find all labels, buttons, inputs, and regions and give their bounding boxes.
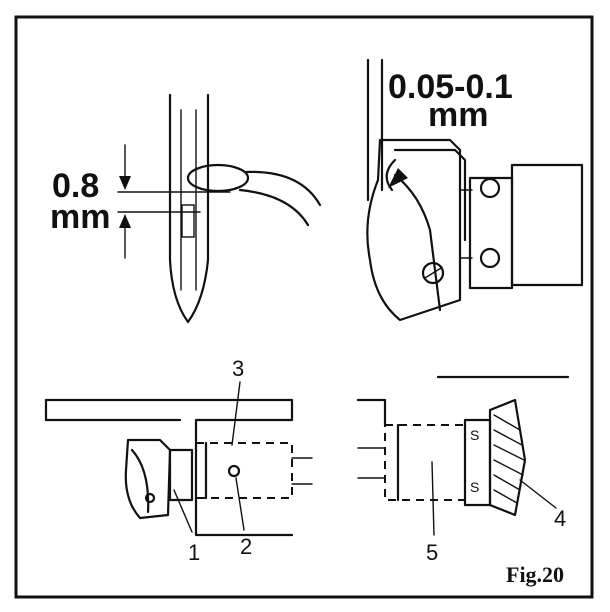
part-3-label: 3 [232,356,244,381]
part-3-housing [195,442,293,499]
bed-outline-right [356,398,387,427]
leader-3 [231,381,241,446]
figure-caption: Fig.20 [506,562,564,587]
leader-4 [519,479,557,509]
housing-screw-bottom [479,247,501,269]
hook-gap-value-label: 0.05-0.1 [388,68,513,106]
arrow-up-head [119,214,131,228]
screw-mark-a: S [470,427,479,443]
figure-frame [14,15,594,599]
screw-mark-b: S [470,479,479,495]
bottom-left-panel: 1 2 3 [44,356,313,565]
bevel-gear-teeth [493,414,525,504]
arrow-down-head [119,176,131,190]
small-hook-block [168,448,194,502]
shaft-housing-rear [510,163,584,287]
hook-screw [421,261,445,285]
part-1-label: 1 [188,540,200,565]
needle-gap-value-label: 0.8 [52,167,99,205]
small-hook-detail [130,448,150,514]
hook-point [385,158,397,192]
thread-upper [244,170,322,207]
clearance-arrow [388,168,408,188]
bevel-gear [488,398,527,517]
hook-clearance-panel: 0.05-0.1 mm [366,58,584,322]
needle-shaft [168,93,210,324]
needle-eye-panel: 0.8 mm [50,93,322,324]
housing-screw-top [479,177,501,199]
hook-body [366,138,462,322]
part-5-label: 5 [426,540,438,565]
thread-lower [238,188,310,227]
bottom-right-panel: S S 4 5 [356,375,570,565]
hook-bracket [393,148,467,242]
bed-outline [44,398,294,537]
leader-1 [173,489,193,533]
needle-gap-unit-label: mm [50,198,110,236]
part-2-screw [227,464,241,478]
hook-inner [393,173,442,312]
hook-point-ellipse [186,163,250,193]
leader-2 [235,477,245,531]
needle-eye [181,204,195,238]
small-hook-screw [144,492,156,504]
hook-screw-slot [424,267,442,279]
shaft-housing [468,176,514,290]
part-4-label: 4 [554,506,566,531]
hook-gap-unit-label: mm [428,96,488,134]
leader-5 [431,461,435,536]
part-2-label: 2 [240,534,252,559]
